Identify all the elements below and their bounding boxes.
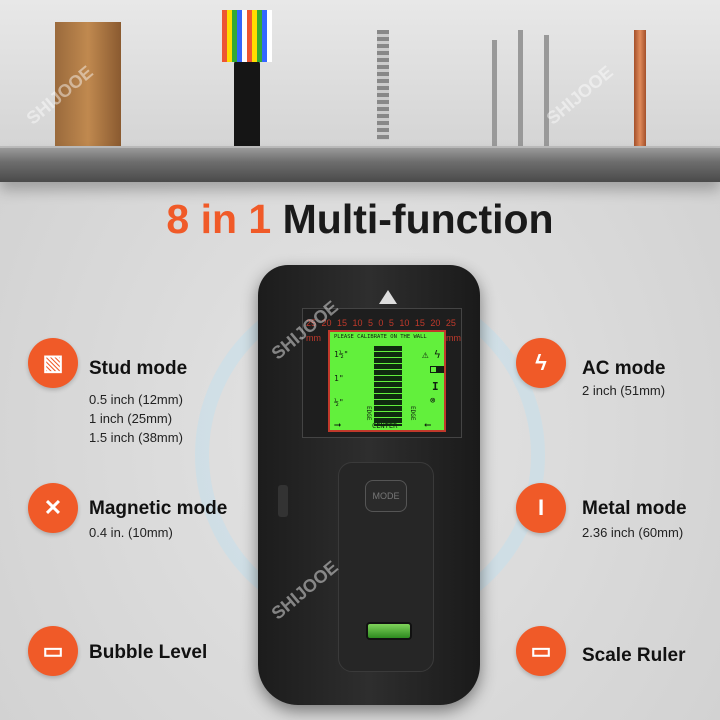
battery-icon: [430, 366, 444, 373]
ruler-tick: 0: [378, 318, 384, 328]
ruler-tick: 10: [399, 318, 410, 328]
nail: [544, 35, 549, 148]
lcd-edge-right: EDGE: [409, 406, 416, 421]
ruler-tick: 5: [388, 318, 394, 328]
feature-name: Metal mode: [582, 498, 687, 519]
feature-detail: 0.5 inch (12mm) 1 inch (25mm) 1.5 inch (…: [89, 390, 183, 447]
magnet-icon: ✕: [28, 483, 78, 533]
arrow-left-icon: ➞: [424, 418, 432, 432]
nail: [518, 30, 523, 148]
ruler-unit-left: mm: [306, 333, 321, 343]
side-button: [278, 485, 288, 517]
feature-detail-line: 0.4 in. (10mm): [89, 525, 173, 540]
lightning-icon: ϟ: [516, 338, 566, 388]
wood-block: [55, 22, 121, 148]
warning-icon: ⚠: [422, 348, 429, 361]
lightning-icon: ϟ: [434, 348, 441, 361]
title-accent: 8 in 1: [166, 196, 272, 242]
feature-name: AC mode: [582, 358, 666, 379]
ruler-tick: 20: [430, 318, 441, 328]
i-beam-icon: I: [516, 483, 566, 533]
stud-size: 1": [334, 374, 344, 383]
lcd-edge-left: EDGE: [365, 406, 372, 421]
ruler-tick: 25: [306, 318, 317, 328]
nail: [492, 40, 497, 148]
ruler-tick: 5: [367, 318, 373, 328]
feature-name: Scale Ruler: [582, 645, 686, 666]
cable-wires: [222, 10, 272, 62]
feature-detail-line: 2 inch (51mm): [582, 383, 666, 398]
lcd-center: CENTER: [372, 422, 398, 430]
ruler-tick: 20: [321, 318, 332, 328]
title-rest: Multi-function: [282, 196, 554, 242]
feature-name: Magnetic mode: [89, 498, 228, 519]
ruler-tick: 15: [336, 318, 347, 328]
stud-size: 1½": [334, 350, 349, 359]
feature-detail-line: 1 inch (25mm): [89, 411, 173, 426]
arrow-right-icon: ➞: [334, 418, 342, 432]
bubble-level-vial: [366, 622, 412, 640]
magnet-icon: ⊗: [430, 396, 436, 406]
feature-name: Bubble Level: [89, 642, 208, 663]
mode-button[interactable]: MODE: [365, 480, 407, 512]
signal-bars: [374, 346, 402, 426]
bubble-level-icon: ▭: [28, 626, 78, 676]
ruler-unit-right: mm: [446, 333, 461, 343]
i-beam-icon: I: [432, 380, 439, 393]
feature-detail-line: 1.5 inch (38mm): [89, 430, 183, 445]
ruler-tick: 25: [445, 318, 456, 328]
cable: [234, 60, 260, 150]
feature-detail-line: 2.36 inch (60mm): [582, 525, 684, 540]
page-title: 8 in 1 Multi-function: [0, 196, 720, 243]
copper-pipe: [634, 30, 646, 148]
ruler-icon: ▭: [516, 626, 566, 676]
stud-size: ½": [334, 398, 344, 407]
feature-detail-line: 0.5 inch (12mm): [89, 392, 183, 407]
arrow-up-icon: [379, 290, 397, 304]
ruler-tick: 10: [352, 318, 363, 328]
wood-stud-icon: ▧: [28, 338, 78, 388]
feature-name: Stud mode: [89, 358, 188, 379]
lcd-screen: PLEASE CALIBRATE ON THE WALL 1½" 1" ½" ⚠…: [328, 330, 446, 432]
lcd-message: PLEASE CALIBRATE ON THE WALL: [334, 334, 427, 340]
ruler-tick: 15: [414, 318, 425, 328]
screw: [377, 30, 389, 140]
shelf: [0, 148, 720, 182]
